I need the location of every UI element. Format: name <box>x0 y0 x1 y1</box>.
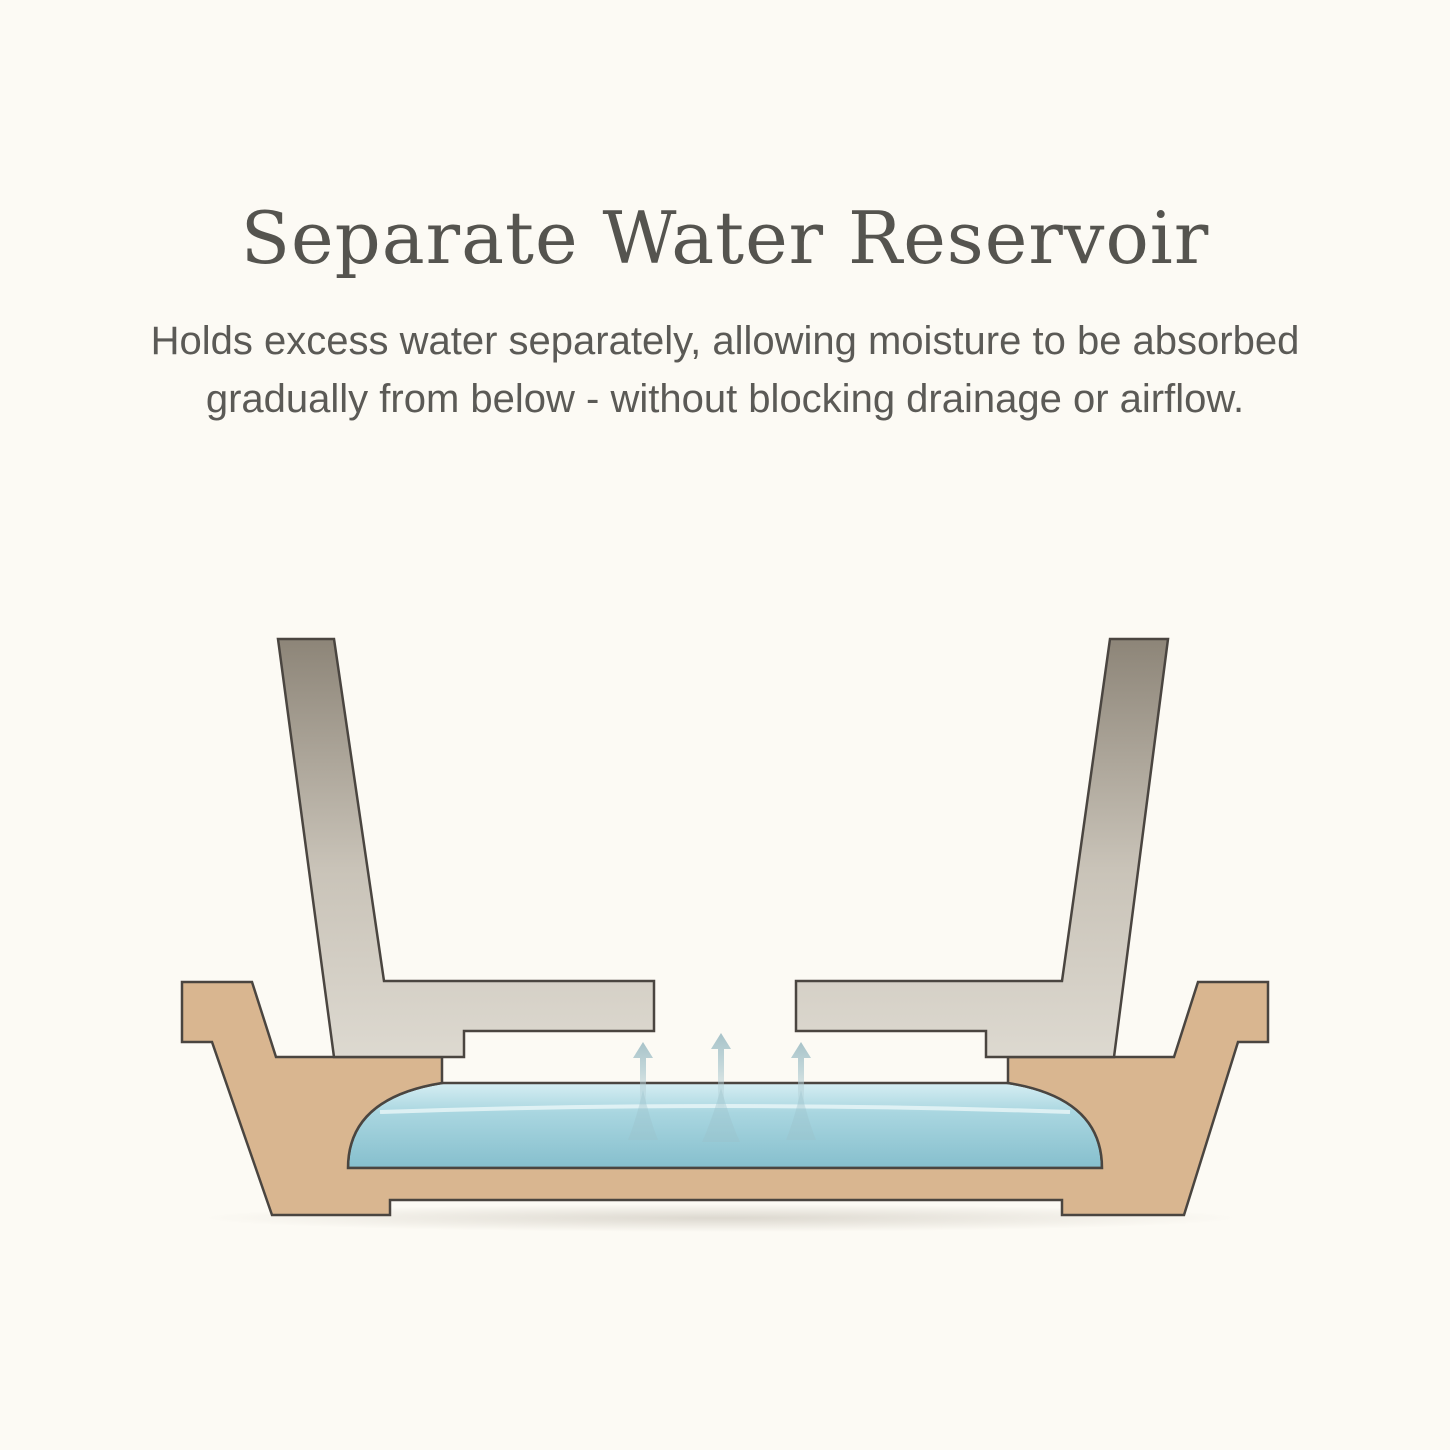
moisture-arrows <box>628 1033 816 1142</box>
pot-base-right <box>794 637 1170 1059</box>
description-line-2: gradually from below - without blocking … <box>205 377 1245 421</box>
description-line-1: Holds excess water separately, allowing … <box>150 319 1300 363</box>
pot-base-left <box>276 637 656 1059</box>
saucer-tray <box>180 980 1270 1217</box>
up-arrow-icon <box>786 1042 816 1140</box>
up-arrow-icon <box>628 1042 658 1140</box>
up-arrow-icon <box>702 1033 740 1142</box>
ground-shadow <box>200 1204 1240 1232</box>
description: Holds excess water separately, allowing … <box>0 312 1450 428</box>
page-title: Separate Water Reservoir <box>240 196 1210 280</box>
